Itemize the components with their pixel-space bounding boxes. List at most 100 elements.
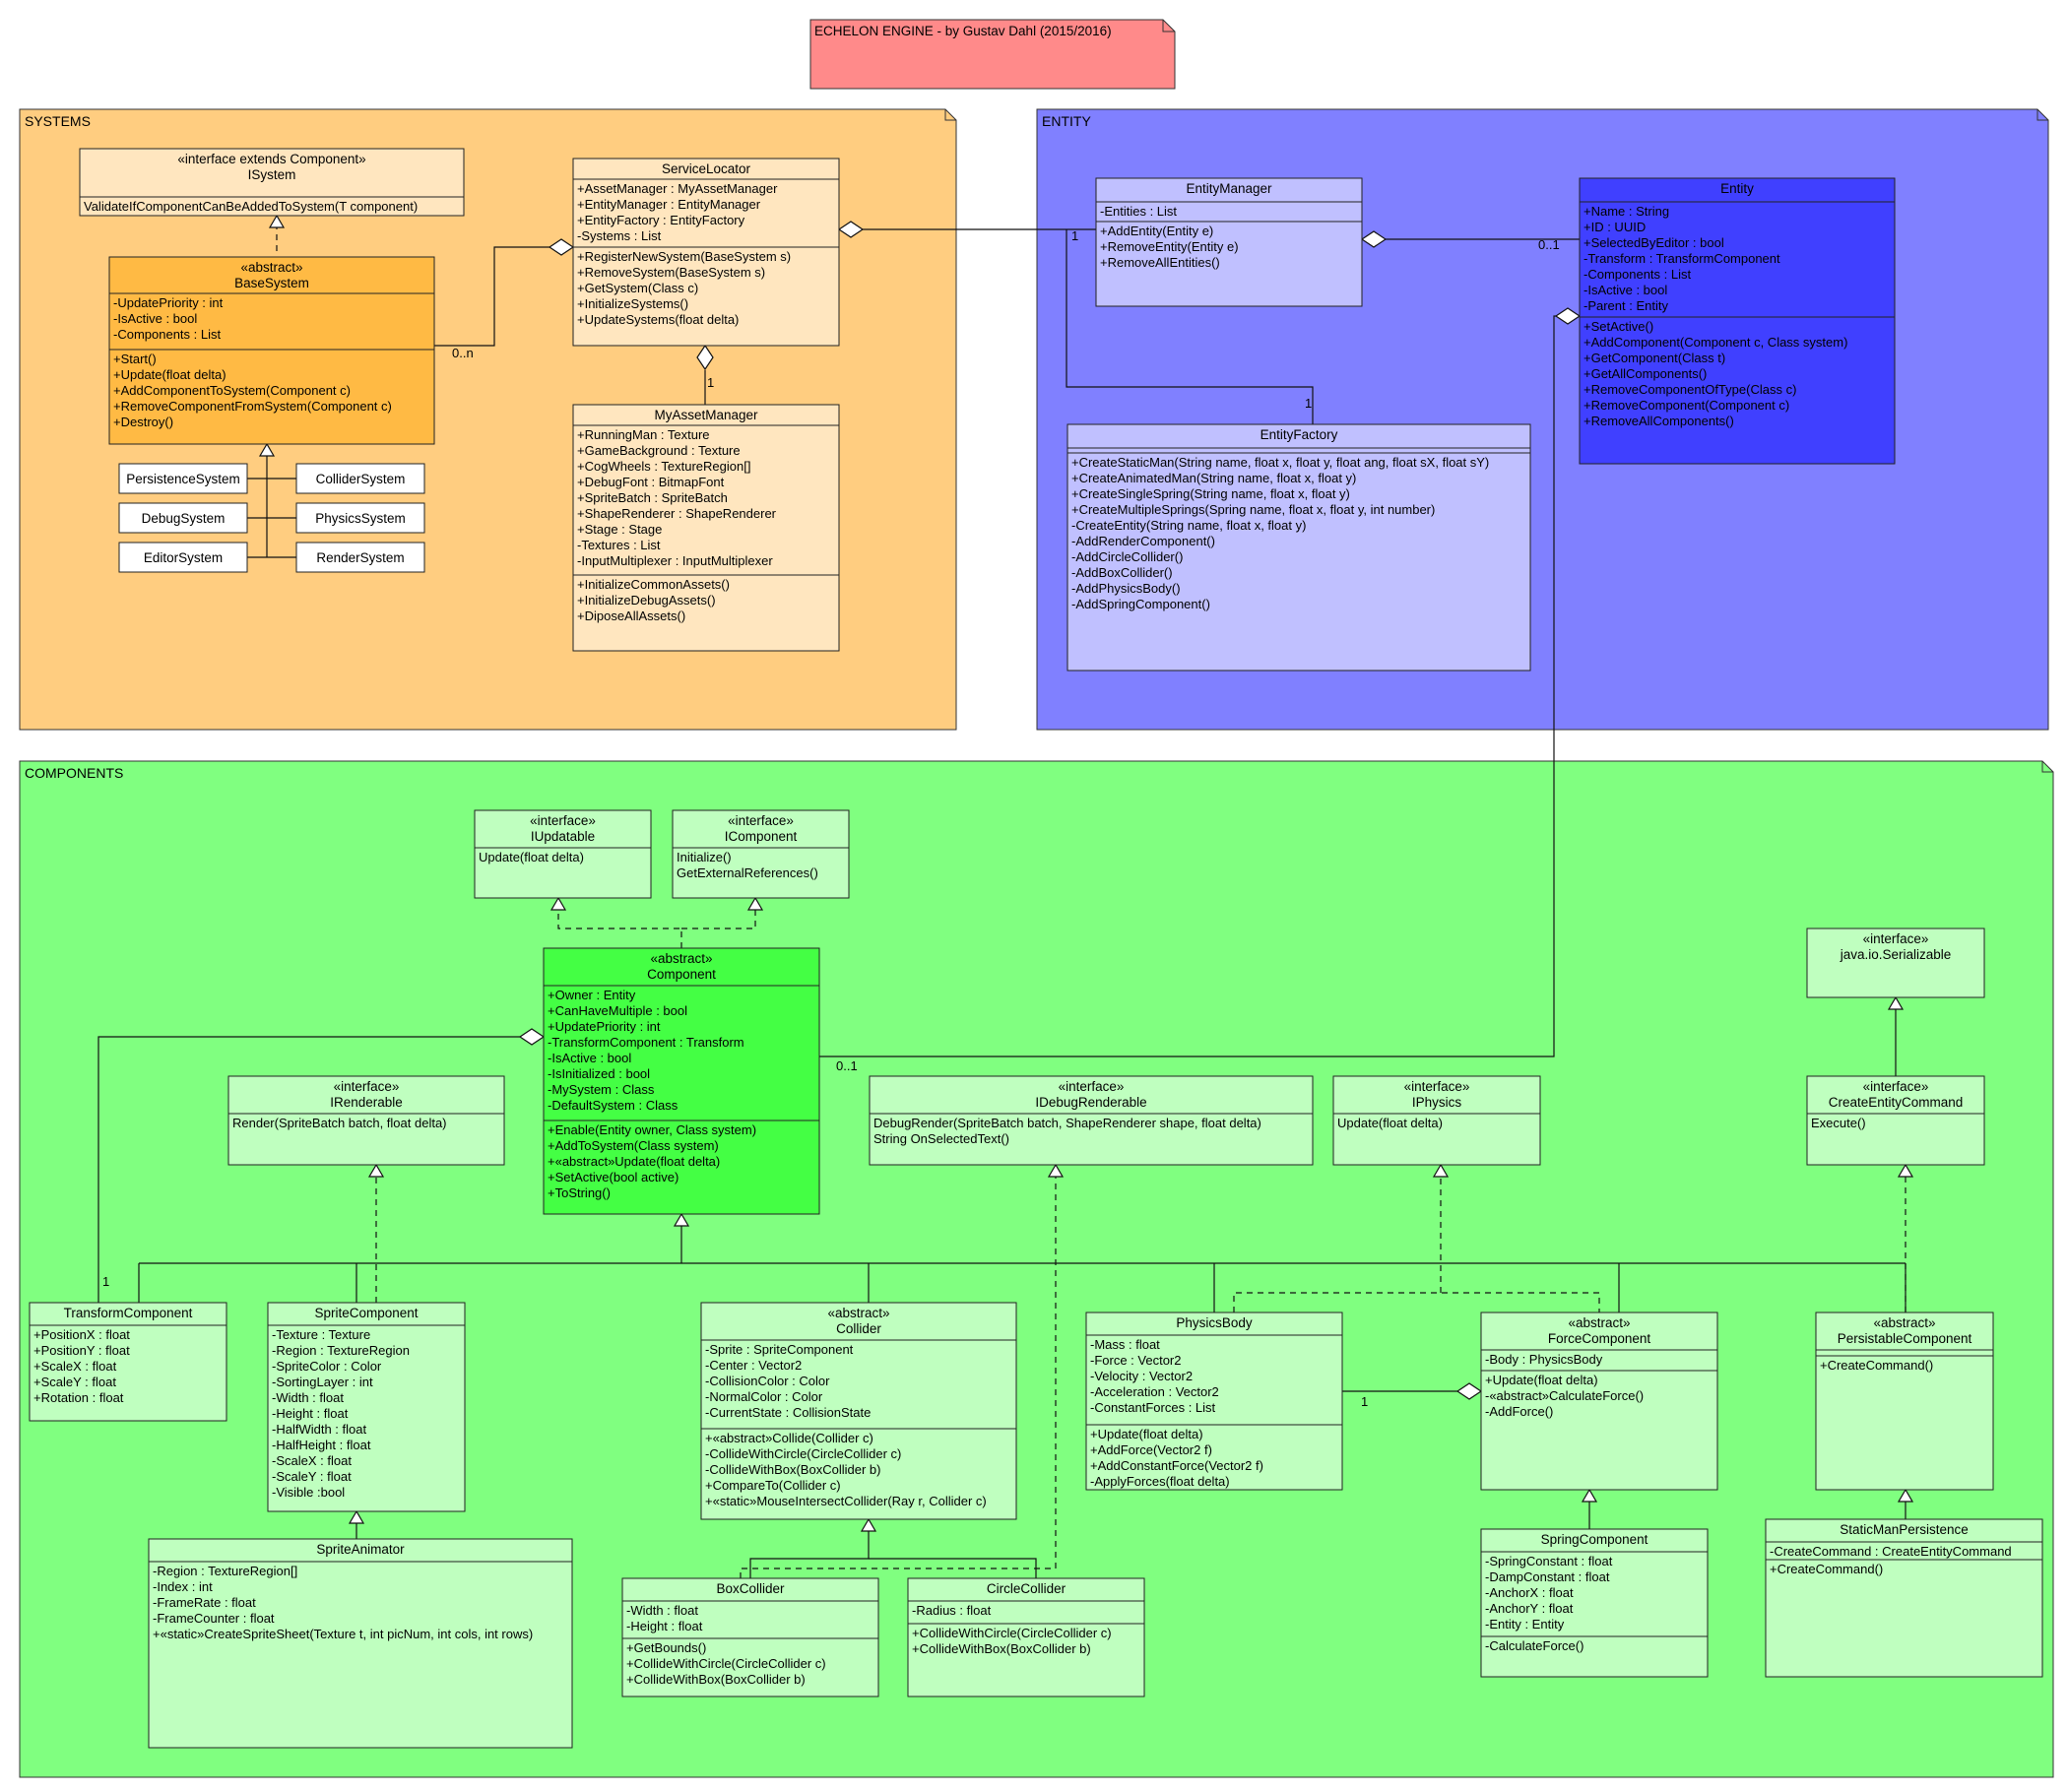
class-name: SpriteComponent bbox=[314, 1306, 418, 1320]
class-attribute: -Height : float bbox=[272, 1406, 349, 1421]
class-attribute: +ShapeRenderer : ShapeRenderer bbox=[577, 506, 777, 521]
class-name: DebugSystem bbox=[142, 511, 226, 526]
class-name: IDebugRenderable bbox=[1035, 1095, 1146, 1110]
class-method: +RemoveAllEntities() bbox=[1100, 255, 1220, 270]
class-method: -CollideWithCircle(CircleCollider c) bbox=[705, 1446, 901, 1461]
class-name: MyAssetManager bbox=[654, 408, 758, 422]
realization-edge bbox=[1233, 1292, 1600, 1312]
class-stereotype: «interface» bbox=[334, 1079, 400, 1094]
class-method: -CreateEntity(String name, float x, floa… bbox=[1071, 518, 1306, 533]
class-attribute: +PositionY : float bbox=[33, 1343, 130, 1358]
class-name: SpriteAnimator bbox=[316, 1542, 405, 1557]
realization-edge bbox=[740, 1177, 1057, 1578]
class-attribute: -DefaultSystem : Class bbox=[548, 1098, 679, 1113]
class-my-asset-manager: MyAssetManager+RunningMan : Texture+Game… bbox=[572, 404, 840, 652]
aggregation-diamond bbox=[518, 1028, 546, 1046]
class-method: +CreateSingleSpring(String name, float x… bbox=[1071, 486, 1350, 501]
class-attribute: -Region : TextureRegion bbox=[272, 1343, 410, 1358]
class-entity-manager: EntityManager-Entities : List+AddEntity(… bbox=[1095, 177, 1363, 307]
class-method: +SetActive(bool active) bbox=[548, 1170, 679, 1184]
class-method: +SetActive() bbox=[1583, 319, 1653, 334]
class-component: «abstract»Component+Owner : Entity+CanHa… bbox=[543, 947, 820, 1215]
realization-arrowhead bbox=[367, 1163, 385, 1178]
class-attribute: -Width : float bbox=[626, 1603, 698, 1618]
class-force-component: «abstract»ForceComponent-Body : PhysicsB… bbox=[1480, 1312, 1718, 1491]
class-name: ISystem bbox=[248, 167, 296, 182]
class-attribute: +SpriteBatch : SpriteBatch bbox=[577, 490, 728, 505]
class-circle-collider: CircleCollider-Radius : float+CollideWit… bbox=[907, 1577, 1145, 1697]
class-idebug-renderable: «interface»IDebugRenderableDebugRender(S… bbox=[869, 1075, 1314, 1166]
multiplicity-label: 0..1 bbox=[1538, 237, 1560, 252]
class-method: +CreateAnimatedMan(String name, float x,… bbox=[1071, 471, 1356, 485]
class-method: +CollideWithCircle(CircleCollider c) bbox=[912, 1626, 1112, 1640]
class-physics-body: PhysicsBody-Mass : float-Force : Vector2… bbox=[1085, 1312, 1343, 1491]
class-name: ForceComponent bbox=[1548, 1331, 1651, 1346]
class-name: Component bbox=[647, 967, 716, 982]
class-method: +«abstract»Collide(Collider c) bbox=[705, 1431, 873, 1445]
class-name: Entity bbox=[1720, 181, 1754, 196]
generalization-arrowhead bbox=[258, 442, 276, 457]
class-attribute: +PositionX : float bbox=[33, 1327, 130, 1342]
class-method: +RemoveComponentFromSystem(Component c) bbox=[113, 399, 392, 414]
class-stereotype: «interface» bbox=[728, 813, 794, 828]
class-method: +CompareTo(Collider c) bbox=[705, 1478, 841, 1493]
realization-arrowhead bbox=[1897, 1163, 1914, 1178]
class-name: CreateEntityCommand bbox=[1829, 1095, 1964, 1110]
class-method: +ToString() bbox=[548, 1185, 611, 1200]
class-attribute: -CreateCommand : CreateEntityCommand bbox=[1770, 1544, 2012, 1559]
class-name: EntityFactory bbox=[1260, 427, 1338, 442]
class-attribute: +EntityFactory : EntityFactory bbox=[577, 213, 745, 227]
class-attribute: -FrameRate : float bbox=[153, 1595, 256, 1610]
class-attribute: -Systems : List bbox=[577, 228, 662, 243]
realization-arrowhead bbox=[1047, 1163, 1065, 1178]
class-attribute: -Velocity : Vector2 bbox=[1090, 1369, 1193, 1383]
class-sprite-component: SpriteComponent -Texture : Texture-Region… bbox=[267, 1302, 466, 1512]
multiplicity-label: 0..1 bbox=[836, 1058, 858, 1073]
class-attribute: +DebugFont : BitmapFont bbox=[577, 475, 725, 489]
class-name: CircleCollider bbox=[987, 1581, 1066, 1596]
realization-arrowhead bbox=[268, 214, 286, 228]
class-debug-system: DebugSystem bbox=[118, 502, 248, 534]
class-editor-system: EditorSystem bbox=[118, 542, 248, 573]
class-method: -AddForce() bbox=[1485, 1404, 1553, 1419]
class-attribute: -Texture : Texture bbox=[272, 1327, 370, 1342]
class-method: DebugRender(SpriteBatch batch, ShapeRend… bbox=[873, 1116, 1261, 1130]
class-attribute: -NormalColor : Color bbox=[705, 1389, 823, 1404]
class-attribute: -Index : int bbox=[153, 1579, 213, 1594]
class-attribute: +GameBackground : Texture bbox=[577, 443, 741, 458]
realization-arrowhead bbox=[1432, 1163, 1450, 1178]
class-attribute: +Rotation : float bbox=[33, 1390, 124, 1405]
class-method: +AddEntity(Entity e) bbox=[1100, 224, 1213, 238]
class-attribute: +EntityManager : EntityManager bbox=[577, 197, 761, 212]
class-method: +Update(float delta) bbox=[1485, 1373, 1598, 1387]
class-name: BoxCollider bbox=[716, 1581, 785, 1596]
class-stereotype: «abstract» bbox=[650, 951, 712, 966]
aggregation-diamond bbox=[1554, 307, 1582, 325]
class-method: +InitializeDebugAssets() bbox=[577, 593, 716, 608]
class-name: IUpdatable bbox=[531, 829, 595, 844]
class-stereotype: «interface» bbox=[1059, 1079, 1125, 1094]
class-method: +RemoveComponent(Component c) bbox=[1583, 398, 1789, 413]
multiplicity-label: 1 bbox=[1305, 396, 1312, 411]
class-attribute: -Entity : Entity bbox=[1485, 1617, 1565, 1632]
generalization-edge bbox=[749, 1531, 870, 1578]
generalization-edge bbox=[869, 1558, 1037, 1578]
aggregation-diamond bbox=[548, 238, 575, 256]
class-physics-system: PhysicsSystem bbox=[295, 502, 425, 534]
class-method: -ApplyForces(float delta) bbox=[1090, 1474, 1230, 1489]
class-method: +AddForce(Vector2 f) bbox=[1090, 1442, 1212, 1457]
class-name: java.io.Serializable bbox=[1840, 947, 1952, 962]
class-attribute: +ScaleX : float bbox=[33, 1359, 117, 1374]
class-method: -AddPhysicsBody() bbox=[1071, 581, 1181, 596]
class-method: +CreateCommand() bbox=[1770, 1562, 1883, 1576]
class-static-man-persistence: StaticManPersistence-CreateCommand : Cre… bbox=[1765, 1518, 2043, 1678]
class-isystem: «interface extends Component»ISystemVali… bbox=[79, 148, 465, 217]
package-label-entity: ENTITY bbox=[1042, 113, 1091, 129]
class-method: +RemoveComponentOfType(Class c) bbox=[1583, 382, 1796, 397]
class-method: -AddCircleCollider() bbox=[1071, 549, 1183, 564]
class-stereotype: «abstract» bbox=[240, 260, 302, 275]
class-attribute: -HalfHeight : float bbox=[272, 1438, 371, 1452]
class-irenderable: «interface»IRenderableRender(SpriteBatch… bbox=[227, 1075, 505, 1166]
